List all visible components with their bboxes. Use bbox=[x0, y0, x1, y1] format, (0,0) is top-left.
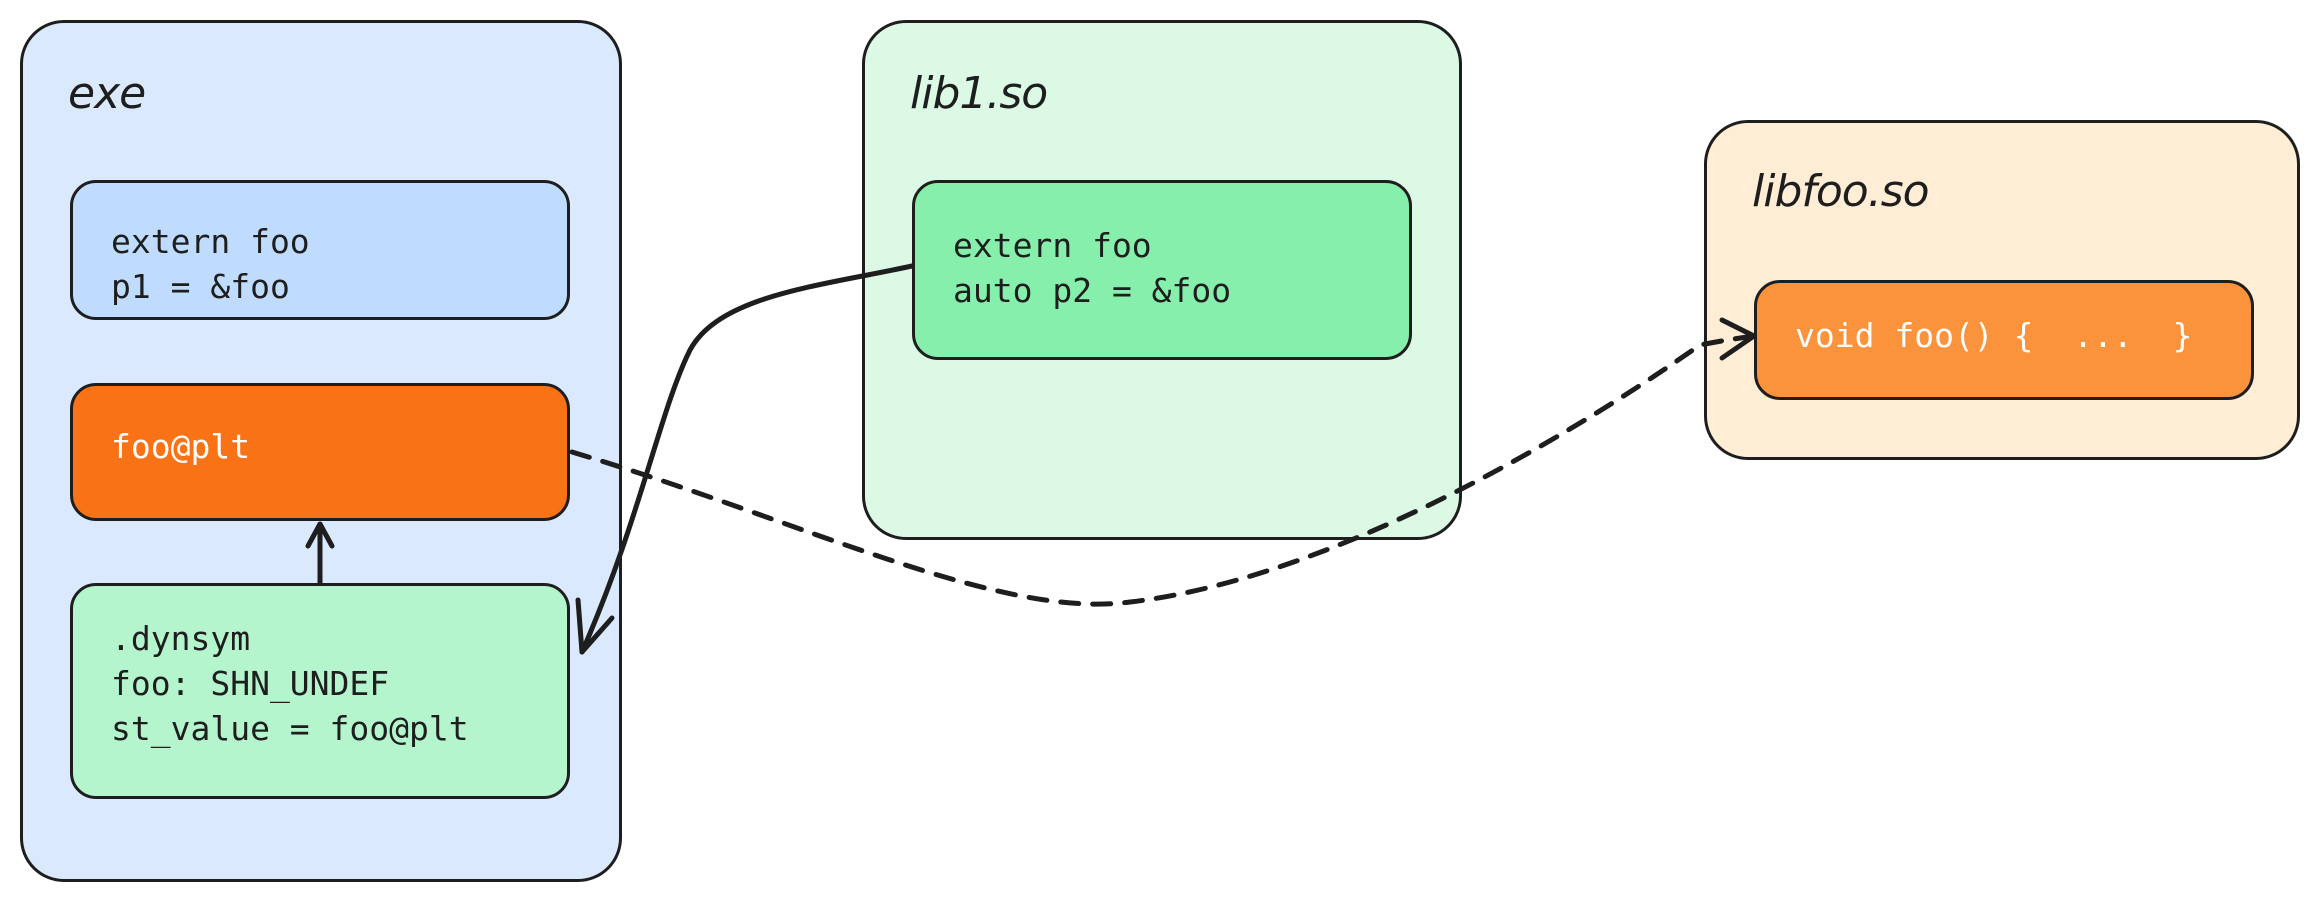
lib1-extern-line-2: auto p2 = &foo bbox=[953, 271, 1232, 310]
lib1-title: lib1.so bbox=[910, 68, 1048, 119]
foo-plt-box: foo@plt bbox=[70, 383, 570, 521]
lib1-extern-line-1: extern foo bbox=[953, 226, 1152, 265]
libfoo-title: libfoo.so bbox=[1752, 166, 1930, 217]
dynsym-line-2: foo: SHN_UNDEF bbox=[111, 664, 390, 703]
libfoo-func-box: void foo() { ... } bbox=[1754, 280, 2254, 400]
exe-extern-line-1: extern foo bbox=[111, 222, 310, 261]
exe-extern-line-2: p1 = &foo bbox=[111, 267, 290, 306]
exe-extern-box: extern foo p1 = &foo bbox=[70, 180, 570, 320]
dynsym-line-3: st_value = foo@plt bbox=[111, 709, 469, 748]
foo-plt-label: foo@plt bbox=[111, 427, 251, 466]
lib1-extern-box: extern foo auto p2 = &foo bbox=[912, 180, 1412, 360]
exe-title: exe bbox=[68, 68, 146, 119]
dynsym-box: .dynsym foo: SHN_UNDEF st_value = foo@pl… bbox=[70, 583, 570, 799]
dynsym-line-1: .dynsym bbox=[111, 619, 251, 658]
libfoo-func-label: void foo() { ... } bbox=[1795, 316, 2193, 355]
